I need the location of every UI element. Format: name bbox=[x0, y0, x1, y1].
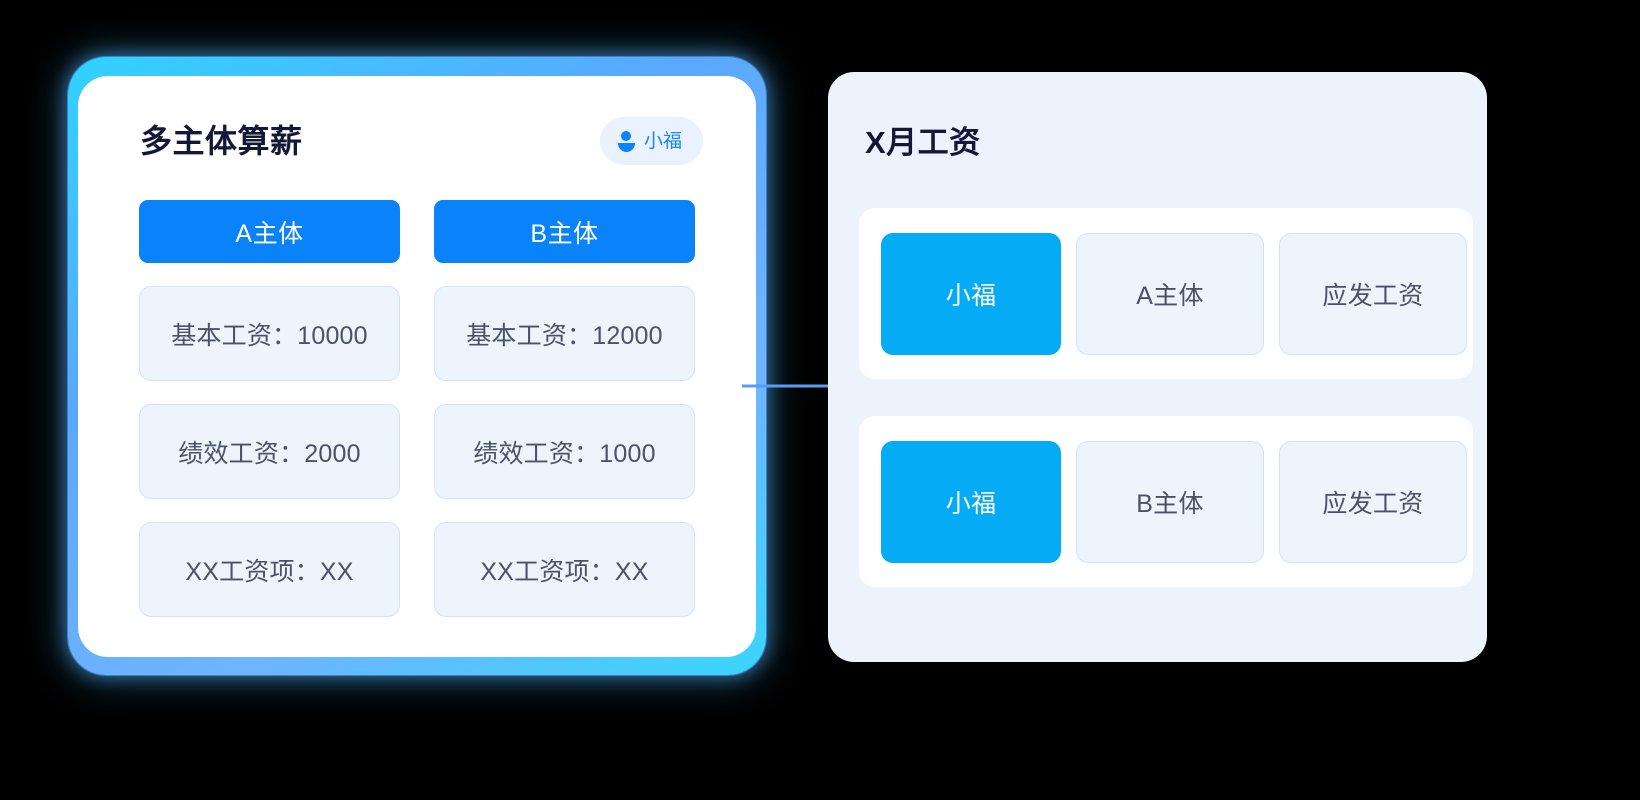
pay-item: 基本工资：12000 bbox=[434, 286, 695, 381]
pay-item: 绩效工资：1000 bbox=[434, 404, 695, 499]
monthly-salary-panel: X月工资 小福 A主体 应发工资 小福 B主体 应发工资 bbox=[828, 72, 1487, 662]
entity-chip[interactable]: B主体 bbox=[1076, 440, 1264, 563]
table-row: 小福 B主体 应发工资 bbox=[859, 416, 1473, 587]
panel-title: X月工资 bbox=[865, 125, 981, 160]
multi-entity-payroll-card: 多主体算薪 小福 A主体 基本工资：10000 绩效工资：2000 XX工资项：… bbox=[78, 76, 756, 657]
entity-columns: A主体 基本工资：10000 绩效工资：2000 XX工资项：XX B主体 基本… bbox=[139, 200, 695, 617]
pay-type-chip[interactable]: 应发工资 bbox=[1279, 232, 1467, 355]
entity-button-b[interactable]: B主体 bbox=[434, 200, 695, 263]
entity-column-a: A主体 基本工资：10000 绩效工资：2000 XX工资项：XX bbox=[139, 200, 400, 617]
pay-item: XX工资项：XX bbox=[139, 522, 400, 617]
pay-item: 绩效工资：2000 bbox=[139, 404, 400, 499]
employee-chip[interactable]: 小福 bbox=[881, 440, 1061, 563]
entity-chip[interactable]: A主体 bbox=[1076, 232, 1264, 355]
entity-button-a[interactable]: A主体 bbox=[139, 200, 400, 263]
salary-rows: 小福 A主体 应发工资 小福 B主体 应发工资 bbox=[859, 208, 1473, 587]
pay-type-chip[interactable]: 应发工资 bbox=[1279, 440, 1467, 563]
pay-item: 基本工资：10000 bbox=[139, 286, 400, 381]
table-row: 小福 A主体 应发工资 bbox=[859, 208, 1473, 379]
user-badge-label: 小福 bbox=[643, 130, 682, 152]
person-icon bbox=[617, 131, 635, 152]
page-title: 多主体算薪 bbox=[140, 123, 303, 159]
employee-chip[interactable]: 小福 bbox=[881, 232, 1061, 355]
user-badge[interactable]: 小福 bbox=[599, 117, 703, 165]
pay-item: XX工资项：XX bbox=[434, 522, 695, 617]
entity-column-b: B主体 基本工资：12000 绩效工资：1000 XX工资项：XX bbox=[434, 200, 695, 617]
